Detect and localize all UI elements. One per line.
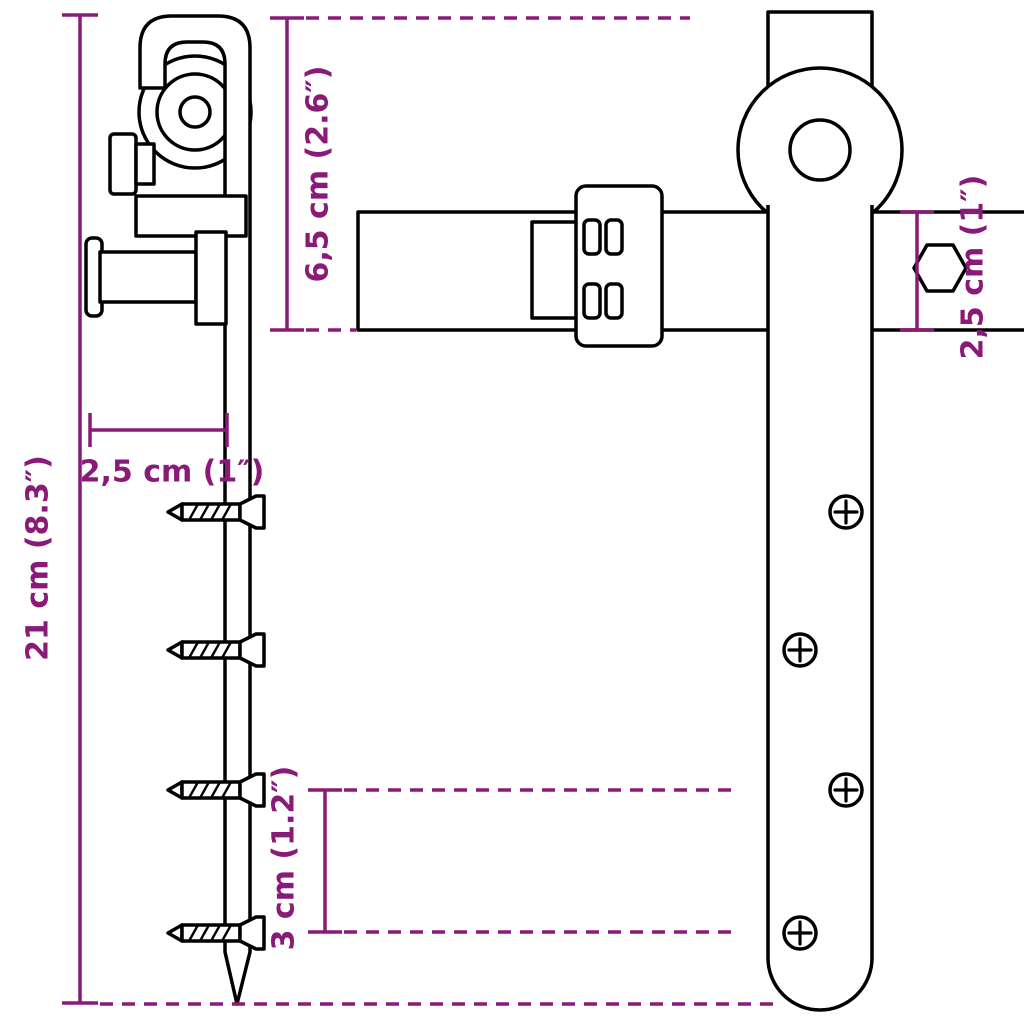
dimension-roller-height: 6,5 cm (2.6″) [270,16,690,332]
dimension-label-roller-height: 6,5 cm (2.6″) [301,65,336,282]
dimension-bracket-depth: 2,5 cm (1″) [80,413,265,490]
wood-screw-icon [166,494,266,530]
dimension-total-length: 21 cm (8.3″) [21,13,782,1006]
dimension-rail-height: 2,5 cm (1″) [900,175,991,360]
rail-bracket [530,184,664,348]
screw-hole-icon [828,772,864,808]
screw-hole-icon [782,632,818,668]
dimension-hole-spacing: 3 cm (1.2″) [267,766,733,951]
screw-hole-icon [782,915,818,951]
dimension-label-total-length: 21 cm (8.3″) [21,455,56,661]
dimension-label-hole-spacing: 3 cm (1.2″) [267,766,302,951]
roller-hanger-side-view [84,14,266,1006]
dimension-label-rail-height: 2,5 cm (1″) [956,175,991,360]
wheel-hub-icon [788,118,852,182]
wood-screw-icon [166,632,266,668]
wheel-axle-bolt-icon [108,132,156,196]
wood-screw-icon [166,915,266,951]
screw-hole-icon [828,494,864,530]
hanger-strap-front [766,205,874,1012]
mounting-peg-bolt-icon [84,230,228,326]
dimension-label-bracket-depth: 2,5 cm (1″) [80,455,265,490]
hex-bolt-icon [912,243,968,293]
wood-screw-icon [166,772,266,808]
roller-hanger-front-view [356,10,1024,1012]
rail-track [356,210,1024,332]
spacer-plate [134,194,248,238]
